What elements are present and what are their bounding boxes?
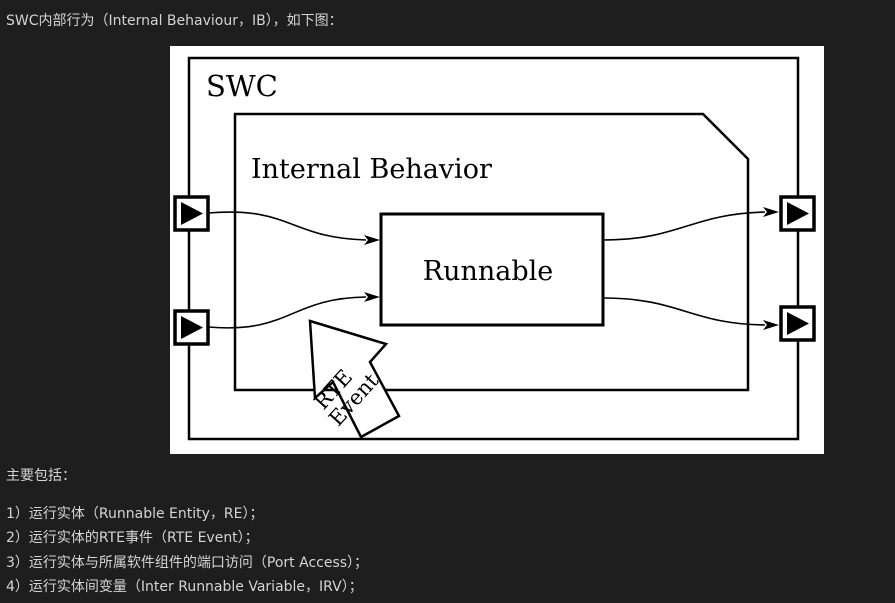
output-connection-bottom bbox=[602, 297, 766, 326]
swc-diagram-figure: SWC Internal Behavior Runnable bbox=[170, 46, 824, 454]
input-arrowhead-top bbox=[364, 235, 380, 245]
output-connection-top bbox=[602, 211, 766, 241]
input-port-top bbox=[173, 195, 210, 232]
output-arrowhead-top bbox=[763, 207, 779, 217]
output-port-top bbox=[779, 195, 816, 232]
feature-list: 1）运行实体（Runnable Entity，RE）； 2）运行实体的RTE事件… bbox=[6, 502, 368, 599]
internal-behavior-label: Internal Behavior bbox=[251, 154, 492, 185]
rte-event-arrow bbox=[308, 319, 401, 439]
swc-diagram: SWC Internal Behavior Runnable bbox=[173, 56, 816, 441]
list-item: 3）运行实体与所属软件组件的端口访问（Port Access）； bbox=[6, 554, 369, 571]
input-arrowhead-bottom bbox=[364, 292, 380, 302]
swc-box bbox=[187, 56, 800, 441]
list-item: 4）运行实体间变量（Inter Runnable Variable，IRV）； bbox=[6, 578, 363, 595]
list-item: 2）运行实体的RTE事件（RTE Event）； bbox=[6, 530, 259, 547]
runnable-label: Runnable bbox=[423, 256, 554, 287]
output-port-bottom bbox=[779, 305, 816, 342]
input-connection-bottom bbox=[207, 296, 367, 329]
runnable-box bbox=[379, 212, 605, 327]
input-connection-top bbox=[207, 211, 367, 241]
intro-text: SWC内部行为（Internal Behaviour，IB），如下图： bbox=[6, 13, 343, 29]
output-arrowhead-bottom bbox=[763, 320, 779, 330]
internal-behavior-box bbox=[233, 112, 750, 392]
list-item: 1）运行实体（Runnable Entity，RE）； bbox=[6, 506, 264, 522]
summary-heading: 主要包括： bbox=[6, 468, 76, 484]
swc-label: SWC bbox=[206, 69, 278, 103]
input-port-bottom bbox=[173, 309, 210, 346]
